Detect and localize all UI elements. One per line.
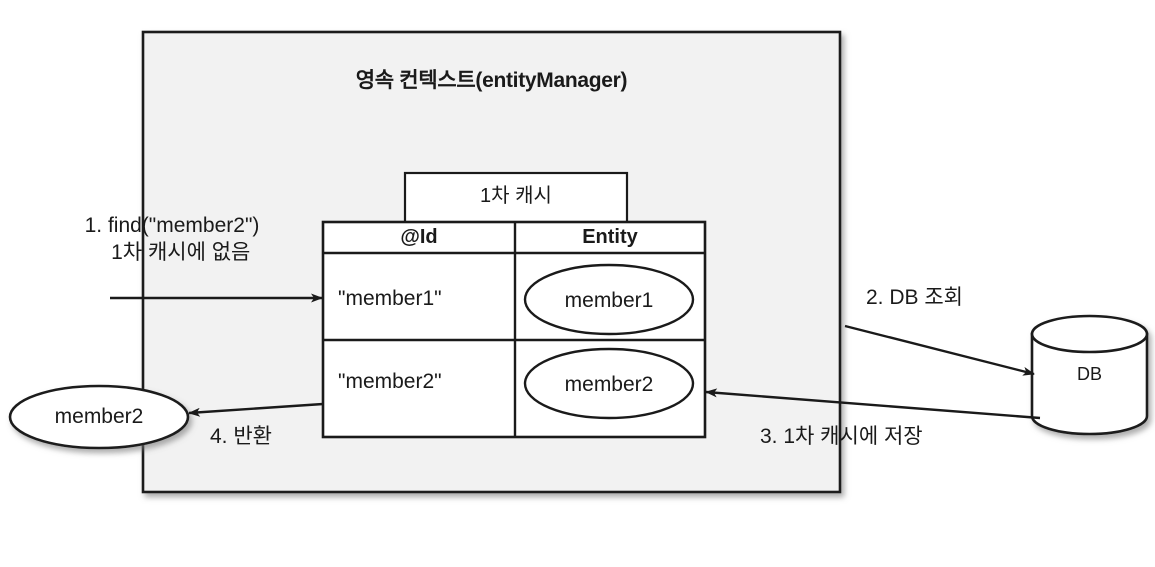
first-level-cache-tab bbox=[403, 171, 629, 225]
table-row: "member1" bbox=[338, 287, 442, 310]
step-2-label: 2. DB 조회 bbox=[866, 286, 963, 309]
step-3-label: 3. 1차 캐시에 저장 bbox=[760, 425, 923, 448]
step-4-label: 4. 반환 bbox=[210, 425, 272, 448]
arrow-step-2 bbox=[844, 324, 1035, 376]
arrow-step-3 bbox=[705, 388, 1041, 420]
table-row: "member2" bbox=[338, 370, 442, 393]
entity-ellipse-member2 bbox=[523, 347, 695, 420]
first-level-cache-label: 1차 캐시 bbox=[480, 185, 552, 207]
entity-label-member2: member2 bbox=[564, 373, 654, 396]
returned-entity-label: member2 bbox=[54, 405, 144, 428]
entity-ellipse-member1 bbox=[523, 263, 695, 336]
table-column-header-entity: Entity bbox=[582, 226, 638, 248]
database-cylinder bbox=[1030, 314, 1149, 436]
returned-entity-ellipse bbox=[8, 384, 190, 450]
entity-label-member1: member1 bbox=[564, 289, 654, 312]
step-1-label: 1. find("member2") 1차 캐시에 없음 bbox=[84, 214, 260, 264]
database-label: DB bbox=[1076, 364, 1102, 384]
arrow-step-4 bbox=[188, 402, 324, 417]
table-column-header-id: @Id bbox=[400, 226, 438, 248]
page-title: 영속 컨텍스트(entityManager) bbox=[355, 69, 628, 92]
